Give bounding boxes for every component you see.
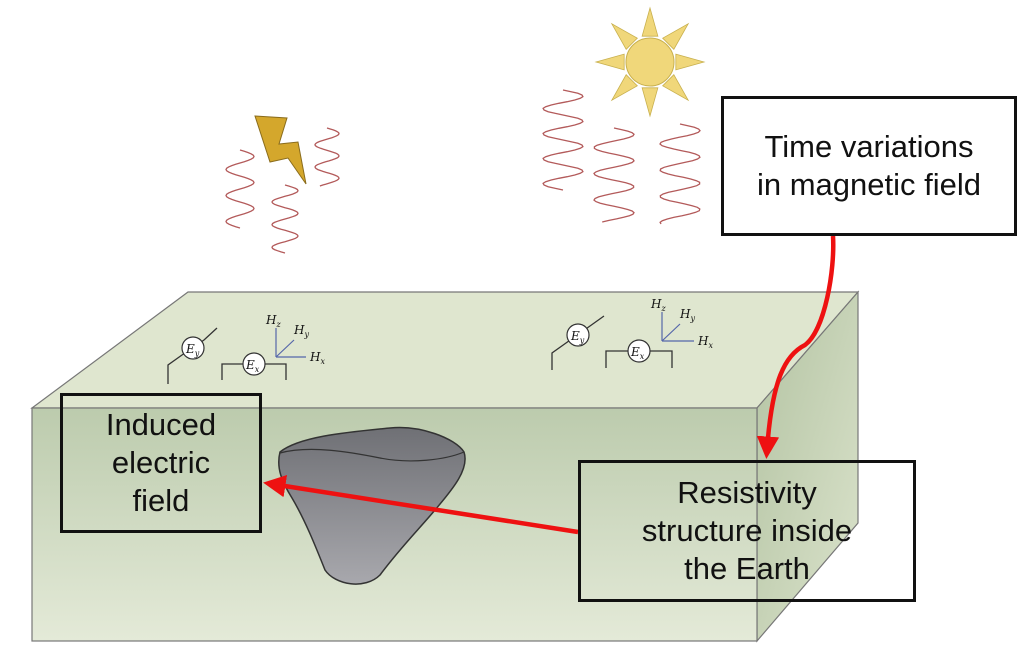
em-wave: [314, 127, 340, 187]
hx-label: Hx: [697, 334, 713, 350]
ey-electrode: [181, 336, 205, 360]
sun-ray: [662, 22, 690, 50]
sensor-station-left: Ey Ex Hz Hy Hx: [167, 313, 325, 384]
ey-dipole: [167, 327, 218, 384]
sun-ray: [662, 74, 690, 102]
em-wave: [225, 149, 255, 229]
em-wave: [271, 184, 299, 254]
earth-block-top: [30, 291, 860, 409]
em-wave: [542, 89, 584, 191]
em-waves: [225, 89, 701, 254]
hy-label: Hy: [293, 323, 309, 339]
resistivity-box: Resistivity structure inside the Earth: [578, 460, 916, 602]
sun-icon: [594, 6, 706, 118]
arrow-magnetic-to-resistivity: [756, 235, 836, 459]
time-variations-box: Time variations in magnetic field: [721, 96, 1017, 236]
resistivity-anomaly: [278, 426, 466, 585]
sun-ray: [610, 22, 638, 50]
sun-ray: [641, 6, 659, 37]
ex-electrode: [242, 352, 266, 376]
ey-label: Ey: [185, 342, 200, 358]
hy-label: Hy: [679, 307, 695, 323]
induced-field-label: Induced electric field: [105, 407, 217, 518]
induced-field-box: Induced electric field: [60, 393, 262, 533]
arrow-resistivity-to-induced: [263, 474, 579, 535]
hz-label: Hz: [265, 313, 281, 329]
sensor-station-right: Ey Ex Hz Hy Hx: [551, 297, 713, 370]
time-variations-label: Time variations in magnetic field: [756, 129, 981, 202]
resistivity-label: Resistivity structure inside the Earth: [641, 475, 853, 586]
hx-label: Hx: [309, 350, 325, 366]
ex-electrode: [627, 339, 651, 363]
ey-label: Ey: [570, 329, 585, 345]
em-wave: [659, 123, 701, 225]
sun-ray: [594, 53, 625, 71]
sun-ray: [675, 53, 706, 71]
em-wave: [593, 127, 635, 223]
lightning-icon: [254, 115, 307, 185]
sun-ray: [641, 87, 659, 118]
ex-label: Ex: [245, 358, 260, 374]
sun-ray: [610, 74, 638, 102]
ey-dipole: [551, 315, 605, 370]
hz-label: Hz: [650, 297, 666, 313]
ey-electrode: [566, 323, 590, 347]
ex-label: Ex: [630, 345, 645, 361]
